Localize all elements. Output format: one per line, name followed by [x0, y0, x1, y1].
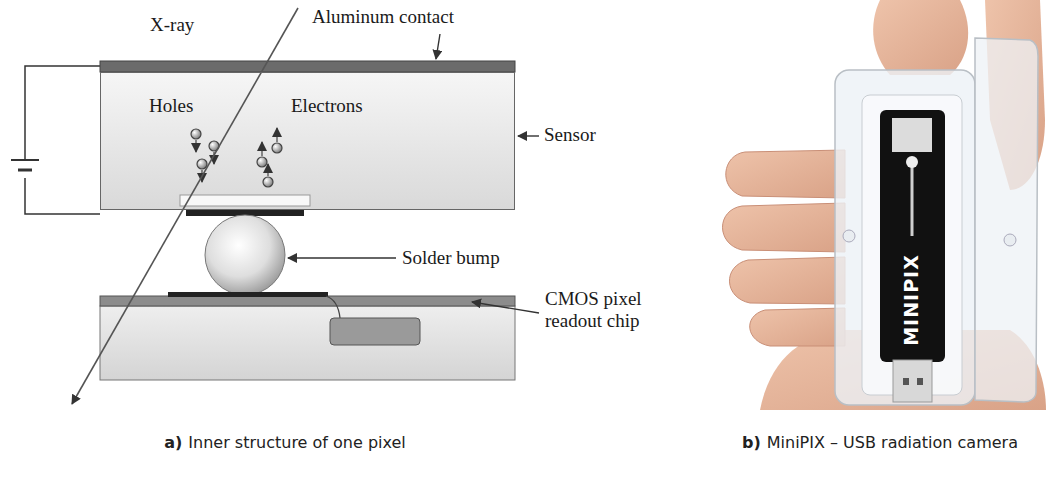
- hand-photo: [723, 0, 1047, 410]
- chip-pad: [168, 292, 328, 297]
- battery-circuit: [11, 66, 100, 214]
- caption-text: MiniPIX – USB radiation camera: [767, 434, 1018, 452]
- solder-bump: [205, 215, 285, 295]
- caption-text: Inner structure of one pixel: [188, 434, 405, 452]
- charge-carriers: [191, 128, 282, 187]
- xray-path: [72, 8, 298, 404]
- sensor-box: Holes Electrons: [100, 72, 515, 210]
- leader-arrows: [288, 34, 539, 313]
- part-label: Sensor: [544, 124, 596, 146]
- aluminum-contact: [100, 61, 515, 72]
- part-label: CMOS pixel readout chip: [545, 288, 675, 332]
- chip-body: [100, 306, 515, 380]
- pixel-implant: [180, 195, 310, 206]
- chip-top-layer: [100, 296, 515, 306]
- part-label: Aluminum contact: [312, 6, 454, 28]
- carrier-label: Holes: [149, 95, 193, 117]
- caption-letter: a): [164, 434, 182, 452]
- device-logo: MINIPIX: [901, 254, 923, 346]
- part-label: Solder bump: [402, 247, 500, 269]
- carrier-label: Electrons: [291, 95, 363, 117]
- beam-label: X-ray: [150, 14, 194, 36]
- chip-trace: [326, 296, 340, 318]
- caption-letter: b): [742, 434, 761, 452]
- sensor-body: [100, 72, 515, 210]
- pixel-circuit: [330, 318, 420, 345]
